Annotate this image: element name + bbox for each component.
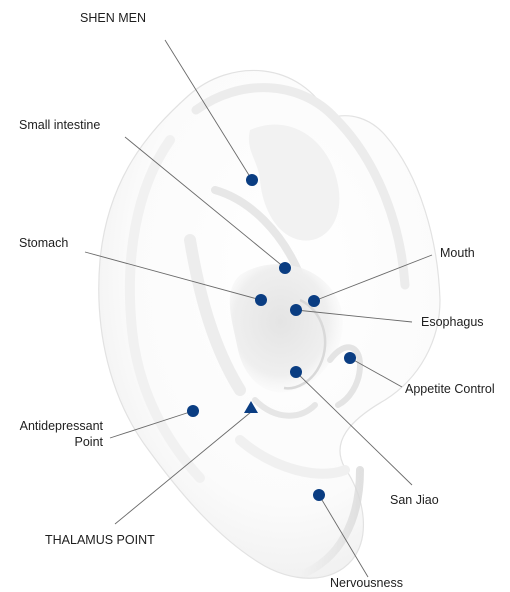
thalamus-triangle-icon: [244, 401, 258, 413]
label-nervousness: Nervousness: [330, 576, 403, 590]
label-antidepressant-point: Antidepressant Point: [9, 418, 103, 450]
label-mouth: Mouth: [440, 246, 475, 260]
leader-line-stomach: [84, 251, 262, 301]
label-san-jiao: San Jiao: [390, 493, 439, 507]
leader-line-san-jiao: [295, 371, 413, 486]
label-thalamus-point: THALAMUS POINT: [45, 533, 155, 547]
tragus: [327, 344, 364, 408]
marker-mouth: [308, 295, 320, 307]
leader-line-esophagus: [295, 309, 413, 323]
leader-line-shen-men: [164, 39, 253, 181]
leader-line-mouth: [313, 254, 433, 302]
leader-line-small-intestine: [124, 136, 286, 269]
marker-small-intestine: [279, 262, 291, 274]
marker-antidepressant: [187, 405, 199, 417]
triangular-fossa: [248, 124, 340, 241]
label-esophagus: Esophagus: [421, 315, 484, 329]
marker-esophagus: [290, 304, 302, 316]
label-antidepressant-line1: Antidepressant: [19, 419, 103, 433]
marker-nervousness: [313, 489, 325, 501]
marker-shen-men: [246, 174, 258, 186]
antitragus: [252, 397, 318, 419]
antihelix: [211, 186, 304, 279]
label-antidepressant-line2: Point: [74, 435, 104, 449]
marker-san-jiao: [290, 366, 302, 378]
earlobe: [235, 435, 350, 479]
label-stomach: Stomach: [19, 236, 69, 250]
helix-rim: [191, 83, 410, 290]
label-small-intestine: Small intestine: [19, 118, 101, 132]
marker-stomach: [255, 294, 267, 306]
leader-line-appetite-control: [349, 357, 403, 388]
label-shen-men: SHEN MEN: [80, 11, 146, 25]
leader-line-antidepressant: [109, 410, 194, 439]
label-appetite-control: Appetite Control: [405, 382, 495, 396]
marker-appetite-control: [344, 352, 356, 364]
leader-line-thalamus: [114, 411, 252, 525]
leader-line-nervousness: [318, 494, 369, 578]
